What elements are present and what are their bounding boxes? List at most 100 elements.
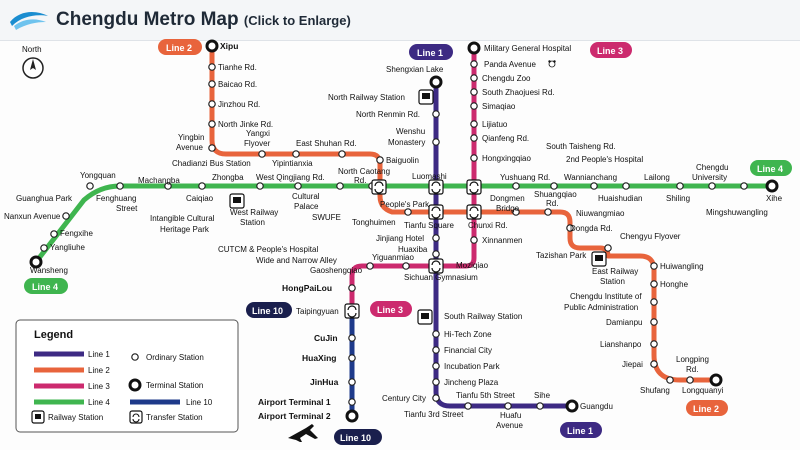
legend-line10: Line 10 bbox=[186, 398, 213, 407]
legend-line4: Line 4 bbox=[88, 398, 110, 407]
terminal-shengxian bbox=[429, 75, 443, 89]
badge-text: Line 1 bbox=[417, 48, 443, 58]
legend-railway: Railway Station bbox=[48, 413, 103, 422]
label-hongxingqiao: Hongxingqiao bbox=[482, 154, 531, 163]
station-dot bbox=[650, 360, 658, 368]
label-honghe: Honghe bbox=[660, 280, 689, 289]
label-flyover: Flyover bbox=[244, 139, 271, 148]
label-jincheng: Jincheng Plaza bbox=[444, 378, 499, 387]
label-north-caotang-rd: Rd. bbox=[354, 176, 366, 185]
station-dot bbox=[544, 208, 552, 216]
station-dot bbox=[432, 234, 440, 242]
label-guanghua-park: Guanghua Park bbox=[16, 194, 73, 203]
label-airport-1: Airport Terminal 1 bbox=[258, 397, 331, 407]
station-dot bbox=[338, 150, 346, 158]
label-wenshu: Wenshu bbox=[396, 127, 425, 136]
label-zhongba: Zhongba bbox=[212, 173, 244, 182]
station-dot bbox=[536, 402, 544, 410]
label-jinzhou: Jinzhou Rd. bbox=[218, 100, 260, 109]
badge-line10-top bbox=[246, 302, 292, 318]
terminal-wansheng bbox=[29, 255, 43, 269]
airplane-icon bbox=[288, 424, 318, 442]
station-dot bbox=[292, 150, 300, 158]
compass: North bbox=[22, 45, 44, 79]
label-cdipa-1: Chengdu Institute of bbox=[570, 292, 642, 301]
label-incubation: Incubation Park bbox=[444, 362, 501, 371]
page-header: Chengdu Metro Map (Click to Enlarge) bbox=[0, 0, 800, 41]
label-hongpailou: HongPaiLou bbox=[282, 283, 332, 293]
station-dot bbox=[208, 120, 216, 128]
badge-line2-top bbox=[158, 39, 202, 55]
station-dot bbox=[348, 398, 356, 406]
label-financial: Financial City bbox=[444, 346, 492, 355]
label-wannianchang: Wannianchang bbox=[564, 173, 617, 182]
label-military: Military General Hospital bbox=[484, 44, 571, 53]
terminal-xihe bbox=[765, 179, 779, 193]
page-title[interactable]: Chengdu Metro Map (Click to Enlarge) bbox=[56, 9, 351, 31]
station-dot bbox=[470, 134, 478, 142]
label-west-qingjiang: West Qingjiang Rd. bbox=[256, 173, 325, 182]
badge-text: Line 10 bbox=[252, 306, 283, 316]
label-tianfu3: Tianfu 3rd Street bbox=[404, 410, 464, 419]
label-lailong: Lailong bbox=[644, 173, 670, 182]
label-shufang: Shufang bbox=[640, 386, 670, 395]
station-dot bbox=[550, 182, 558, 190]
label-simaqiao: Simaqiao bbox=[482, 102, 516, 111]
label-damianpu: Damianpu bbox=[606, 318, 642, 327]
station-dot bbox=[402, 262, 410, 270]
label-hitech: Hi-Tech Zone bbox=[444, 330, 492, 339]
label-fengxihe: Fengxihe bbox=[60, 229, 93, 238]
station-dot bbox=[366, 262, 374, 270]
label-lianshanpo: Lianshanpo bbox=[600, 340, 642, 349]
label-tianfu5: Tianfu 5th Street bbox=[456, 391, 516, 400]
station-dot bbox=[464, 402, 472, 410]
label-yipintianxia: Yipintianxia bbox=[272, 159, 313, 168]
station-dot bbox=[650, 318, 658, 326]
legend-line3: Line 3 bbox=[88, 382, 110, 391]
label-east-railway-1: East Railway bbox=[592, 267, 638, 276]
station-dot bbox=[512, 208, 520, 216]
label-yingbin: Yingbin bbox=[178, 133, 204, 142]
label-longquanyi: Longquanyi bbox=[682, 386, 724, 395]
station-dot bbox=[470, 74, 478, 82]
label-mingshuwangling: Mingshuwangling bbox=[706, 208, 768, 217]
station-dot bbox=[676, 182, 684, 190]
label-north-renmin: North Renmin Rd. bbox=[356, 110, 420, 119]
station-dot bbox=[650, 340, 658, 348]
badge-text: Line 2 bbox=[693, 404, 719, 414]
station-dot bbox=[650, 298, 658, 306]
station-dot bbox=[686, 376, 694, 384]
legend-title: Legend bbox=[34, 329, 73, 341]
station-dot bbox=[504, 402, 512, 410]
station-dot bbox=[708, 182, 716, 190]
label-dongda: Dongda Rd. bbox=[570, 224, 613, 233]
label-yiguanmiao: Yiguanmiao bbox=[372, 253, 415, 262]
station-dot bbox=[432, 110, 440, 118]
label-longping-2: Rd. bbox=[686, 365, 698, 374]
label-dongmen-1: Dongmen bbox=[490, 194, 525, 203]
legend-line1: Line 1 bbox=[88, 350, 110, 359]
label-qianfeng: Qianfeng Rd. bbox=[482, 134, 529, 143]
station-dot bbox=[666, 376, 674, 384]
badge-text: Line 3 bbox=[597, 46, 623, 56]
enlarge-hint: (Click to Enlarge) bbox=[243, 13, 351, 28]
label-west-railway: West Railway bbox=[230, 208, 278, 217]
station-dot bbox=[348, 334, 356, 342]
station-dot bbox=[62, 212, 70, 220]
station-dot bbox=[208, 100, 216, 108]
transfer-stations bbox=[344, 179, 482, 319]
label-intangible-1: Intangible Cultural bbox=[150, 214, 215, 223]
transfer-icon bbox=[371, 179, 387, 195]
station-dot bbox=[622, 182, 630, 190]
badge-text: Line 1 bbox=[567, 426, 593, 436]
station-dot bbox=[376, 156, 384, 164]
label-north-caotang: North Caotang bbox=[338, 167, 390, 176]
label-xinnanmen: Xinnanmen bbox=[482, 236, 522, 245]
badge-text: Line 4 bbox=[757, 164, 783, 174]
station-dot bbox=[258, 150, 266, 158]
badge-text: Line 2 bbox=[166, 43, 192, 53]
station-dot bbox=[116, 182, 124, 190]
station-labels: Xipu Tianhe Rd. Baicao Rd. Jinzhou Rd. N… bbox=[4, 41, 783, 430]
station-dot bbox=[86, 182, 94, 190]
